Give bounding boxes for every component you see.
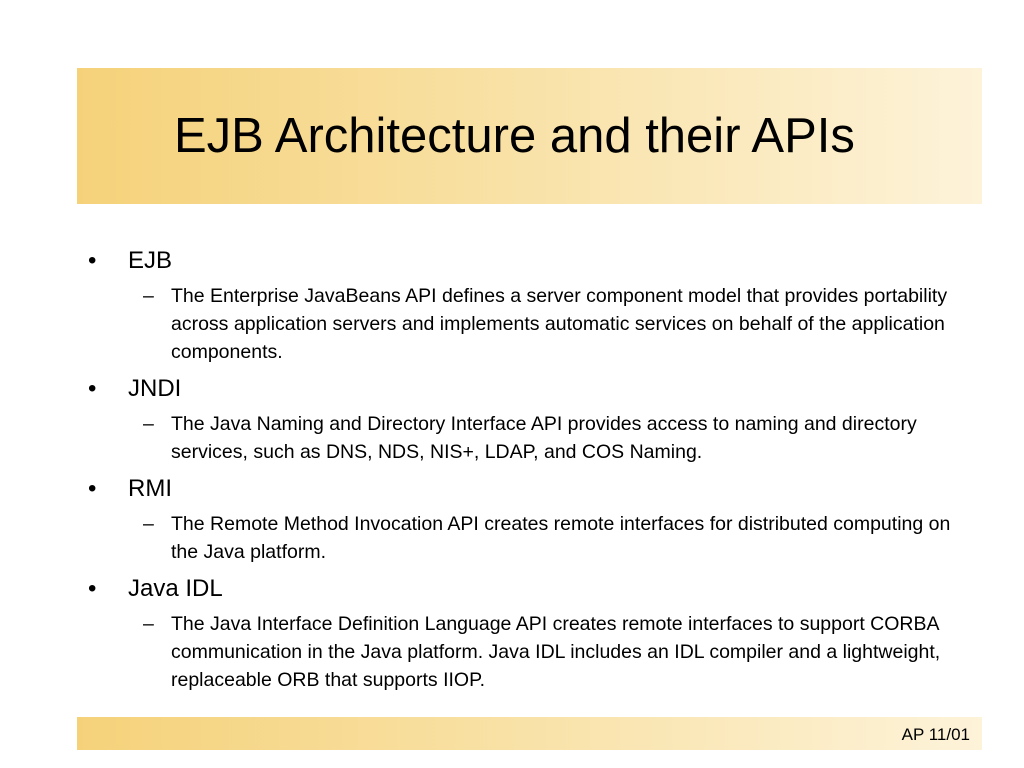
bullet-marker: • [88,475,97,502]
bullet-marker: • [88,375,97,402]
bullet-rmi: • RMI [86,473,976,504]
slide-body: • EJB – The Enterprise JavaBeans API def… [86,245,976,694]
bullet-label: JNDI [128,375,182,402]
sub-bullet-marker: – [143,413,154,435]
bullet-java-idl: • Java IDL [86,573,976,604]
bullet-marker: • [88,247,97,274]
sub-bullet-rmi: – The Remote Method Invocation API creat… [143,510,976,566]
title-banner: EJB Architecture and their APIs [77,68,982,204]
sub-bullet-jndi: – The Java Naming and Directory Interfac… [143,410,976,466]
footer-label: AP 11/01 [901,725,970,744]
sub-bullet-text: The Remote Method Invocation API creates… [171,513,951,563]
footer-banner: AP 11/01 [77,717,982,750]
sub-bullet-marker: – [143,513,154,535]
bullet-jndi: • JNDI [86,373,976,404]
sub-bullet-text: The Enterprise JavaBeans API defines a s… [171,285,948,363]
sub-bullet-java-idl: – The Java Interface Definition Language… [143,610,976,694]
sub-bullet-text: The Java Naming and Directory Interface … [171,413,917,463]
bullet-label: RMI [128,475,172,502]
sub-bullet-ejb: – The Enterprise JavaBeans API defines a… [143,282,976,366]
bullet-marker: • [88,575,97,602]
bullet-label: EJB [128,247,173,274]
sub-bullet-marker: – [143,613,154,635]
bullet-ejb: • EJB [86,245,976,276]
sub-bullet-text: The Java Interface Definition Language A… [171,613,941,691]
sub-bullet-marker: – [143,285,154,307]
slide-title: EJB Architecture and their APIs [174,109,855,163]
bullet-label: Java IDL [128,575,223,602]
